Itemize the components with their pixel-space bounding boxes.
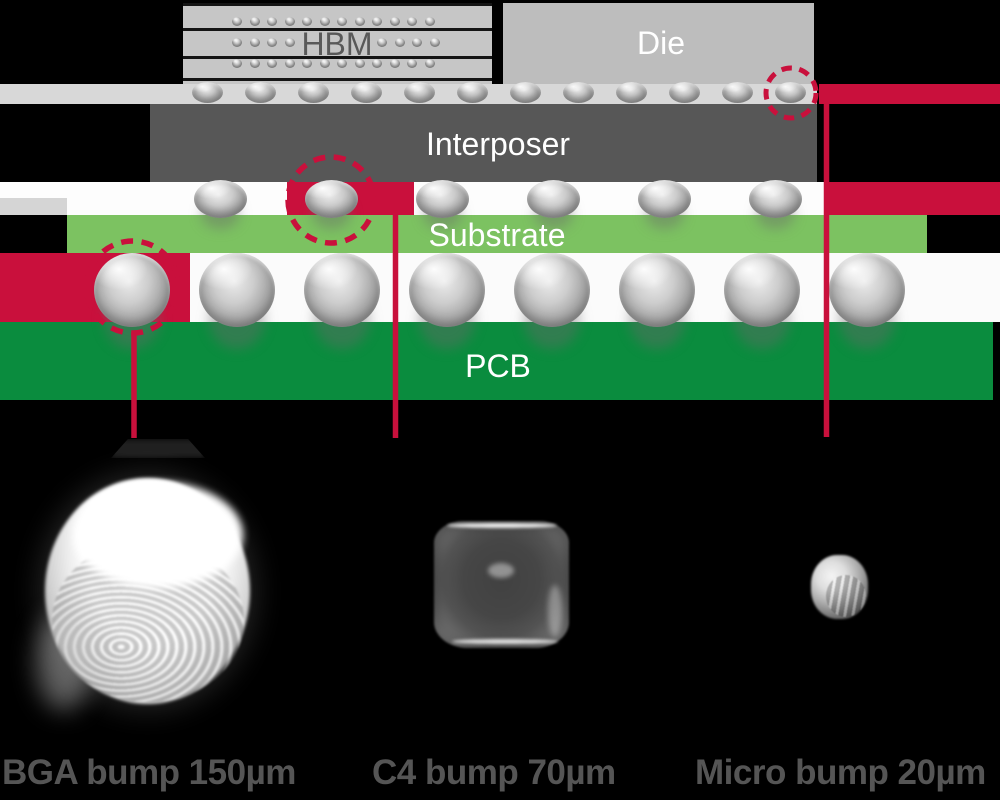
- interposer-label: Interposer: [425, 126, 571, 162]
- c4-level-highlight-bar: [824, 182, 1000, 215]
- c4-bump-photo-right-sheen: [548, 585, 562, 637]
- bga-bump-photo-highlight: [73, 482, 243, 588]
- micro-bump-highlight-bar: [819, 84, 1000, 104]
- micro-bump-photo: [811, 555, 868, 619]
- caption-bga-bump: BGA bump 150µm: [2, 753, 296, 792]
- c4-bump-photo-top-edge: [447, 523, 557, 528]
- die-label: Die: [636, 25, 686, 61]
- hbm-die-separator-line: [183, 78, 492, 81]
- c4-bump-photo-bottom-edge: [452, 639, 558, 644]
- bga-bump-photo-glow: [111, 439, 205, 458]
- substrate-label: Substrate: [428, 217, 566, 253]
- interposer-block: [150, 104, 817, 182]
- c4-bump-highlight-patch: [287, 182, 414, 215]
- hbm-die-separator-line: [183, 28, 492, 31]
- c4-bump-photo: [434, 521, 569, 648]
- caption-micro-bump: Micro bump 20µm: [695, 753, 986, 792]
- pcb-label: PCB: [465, 348, 531, 384]
- substrate-block: [67, 215, 927, 253]
- hbm-label: HBM: [301, 26, 373, 62]
- c4-strip-left-notch: [0, 198, 67, 215]
- hbm-die-separator-line: [183, 56, 492, 59]
- die-block: [503, 3, 814, 84]
- c4-bump-photo-spot: [488, 563, 514, 578]
- bga-bump-highlight-patch: [0, 253, 190, 322]
- micro-bump-photo-texture: [826, 575, 866, 617]
- hbm-die-separator-line: [183, 3, 492, 6]
- bga-bump-photo-tail-glow: [36, 612, 92, 710]
- micro-bump-strip: [0, 84, 817, 104]
- caption-c4-bump: C4 bump 70µm: [372, 753, 616, 792]
